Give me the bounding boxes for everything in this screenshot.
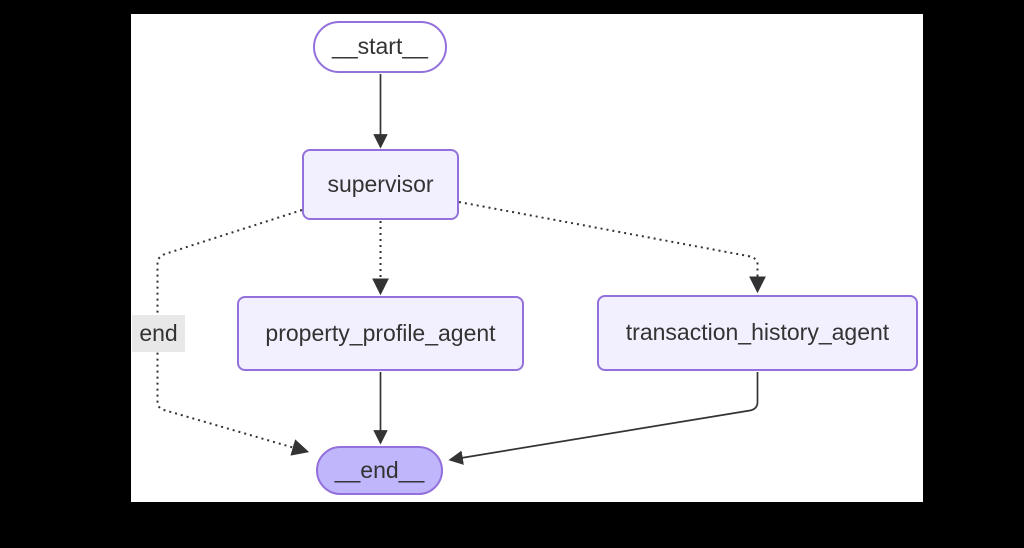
node-property-profile-agent: property_profile_agent xyxy=(237,296,524,371)
node-end-label: __end__ xyxy=(334,456,425,483)
node-supervisor-label: supervisor xyxy=(327,170,434,197)
node-end: __end__ xyxy=(316,446,443,495)
node-transaction-history-agent-label: transaction_history_agent xyxy=(625,319,890,346)
node-start-label: __start__ xyxy=(332,33,428,60)
node-property-profile-agent-label: property_profile_agent xyxy=(265,319,496,346)
node-supervisor: supervisor xyxy=(302,149,459,220)
diagram-canvas xyxy=(131,14,923,502)
node-transaction-history-agent: transaction_history_agent xyxy=(597,295,918,371)
node-start: __start__ xyxy=(313,21,447,73)
edge-label-end: end xyxy=(132,315,185,352)
